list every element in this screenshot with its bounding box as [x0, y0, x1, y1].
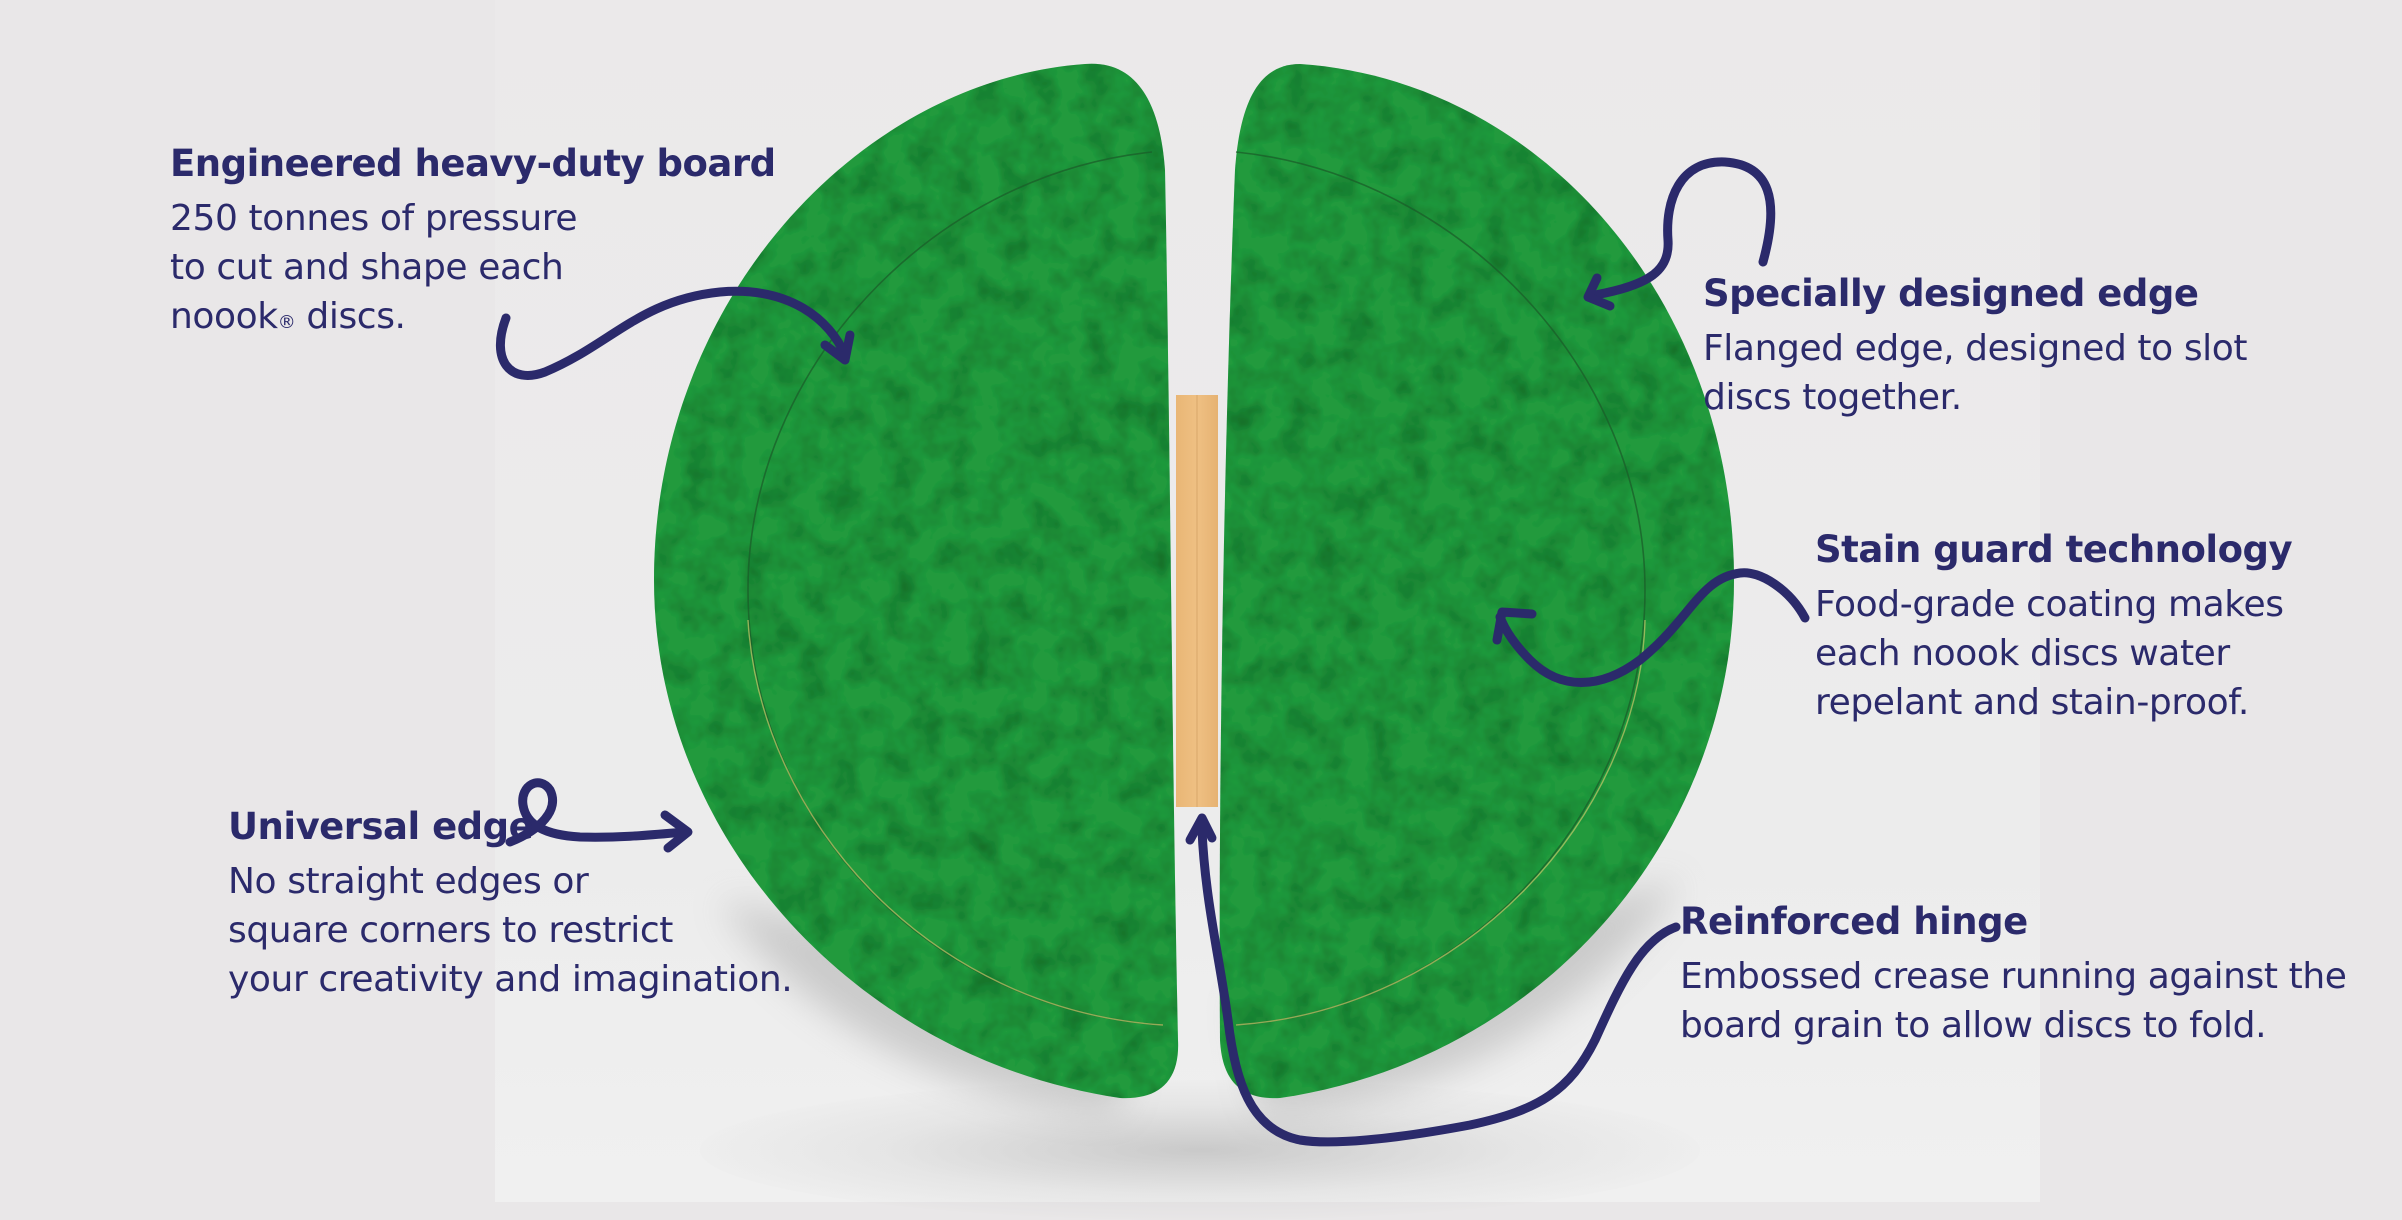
- callout-stain: Stain guard technology Food-grade coatin…: [1815, 526, 2293, 727]
- registered-mark: ®: [277, 312, 296, 333]
- callout-hinge: Reinforced hinge Embossed crease running…: [1680, 898, 2347, 1050]
- callout-title: Specially designed edge: [1703, 272, 2199, 315]
- callout-body: 250 tonnes of pressure to cut and shape …: [170, 194, 776, 341]
- body-line: Flanged edge, designed to slot: [1703, 328, 2248, 369]
- body-line: 250 tonnes of pressure: [170, 198, 578, 239]
- curved-arrow-board-icon: [496, 286, 850, 380]
- body-line: discs together.: [1703, 377, 1962, 418]
- callout-edge: Specially designed edge Flanged edge, de…: [1703, 270, 2248, 422]
- body-line: board grain to allow discs to fold.: [1680, 1005, 2267, 1046]
- body-line: No straight edges or: [228, 861, 589, 902]
- callout-body: Flanged edge, designed to slot discs tog…: [1703, 324, 2248, 422]
- brand-name: noook: [170, 296, 278, 337]
- loop-arrow-universal-icon: [505, 778, 690, 847]
- body-line: Food-grade coating makes: [1815, 584, 2284, 625]
- body-text: discs.: [295, 296, 406, 337]
- body-line: to cut and shape each: [170, 247, 564, 288]
- callout-board: Engineered heavy-duty board 250 tonnes o…: [170, 140, 776, 341]
- body-line: square corners to restrict: [228, 910, 673, 951]
- callout-title: Universal edge: [228, 805, 534, 848]
- callout-title: Engineered heavy-duty board: [170, 142, 776, 185]
- curved-arrow-stain-icon: [1495, 568, 1810, 687]
- callout-body: Food-grade coating makes each noook disc…: [1815, 580, 2292, 727]
- right-disc-half: [1219, 64, 1734, 1099]
- body-line: each noook discs water: [1815, 633, 2230, 674]
- callout-title: Reinforced hinge: [1680, 900, 2028, 943]
- callout-universal: Universal edge No straight edges or squa…: [228, 803, 793, 1004]
- loop-arrow-edge-icon: [1590, 157, 1776, 300]
- body-line: Embossed crease running against the: [1680, 956, 2347, 997]
- body-line: your creativity and imagination.: [228, 959, 793, 1000]
- body-line: repelant and stain-proof.: [1815, 682, 2249, 723]
- hook-arrow-hinge-icon: [1197, 825, 1681, 1147]
- body-line: noook® discs.: [170, 292, 776, 341]
- callout-title: Stain guard technology: [1815, 528, 2293, 571]
- callout-body: Embossed crease running against the boar…: [1680, 952, 2347, 1050]
- left-disc-half: [654, 63, 1179, 1099]
- callout-body: No straight edges or square corners to r…: [228, 857, 793, 1004]
